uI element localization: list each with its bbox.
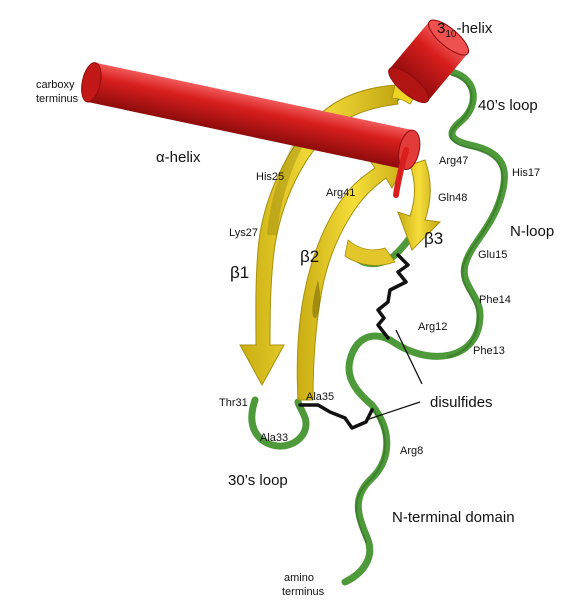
label-beta1: β1 <box>230 263 249 282</box>
label-ala33: Ala33 <box>260 432 288 444</box>
label-carboxy-terminus-2: terminus <box>36 93 79 105</box>
label-n-loop: N-loop <box>510 223 554 240</box>
label-30s-loop: 30’s loop <box>228 472 288 489</box>
label-his17: His17 <box>512 167 540 179</box>
label-beta3: β3 <box>424 229 443 248</box>
n-terminal-tail <box>345 405 387 582</box>
label-arg47: Arg47 <box>439 155 468 167</box>
label-arg8: Arg8 <box>400 445 423 457</box>
label-lys27: Lys27 <box>229 227 258 239</box>
label-arg12: Arg12 <box>418 321 447 333</box>
alpha-helix-cylinder <box>78 61 423 172</box>
label-amino-terminus-1: amino <box>284 572 314 584</box>
label-beta2: β2 <box>300 247 319 266</box>
loop-40s <box>452 72 505 200</box>
label-his25: His25 <box>256 171 284 183</box>
label-disulfides: disulfides <box>430 394 493 411</box>
loop-arg12 <box>349 336 390 405</box>
label-arg41: Arg41 <box>326 187 355 199</box>
label-phe14: Phe14 <box>479 294 511 306</box>
label-phe13: Phe13 <box>473 345 505 357</box>
label-ala35: Ala35 <box>306 391 334 403</box>
label-carboxy-terminus-1: carboxy <box>36 79 75 91</box>
label-three-ten-helix: 310-helix <box>437 20 493 40</box>
label-amino-terminus-2: terminus <box>282 586 325 598</box>
label-alpha-helix: α-helix <box>156 149 201 166</box>
label-n-terminal-domain: N-terminal domain <box>392 509 515 526</box>
label-glu15: Glu15 <box>478 249 507 261</box>
label-thr31: Thr31 <box>219 397 248 409</box>
label-40s-loop: 40’s loop <box>478 97 538 114</box>
label-gln48: Gln48 <box>438 192 467 204</box>
